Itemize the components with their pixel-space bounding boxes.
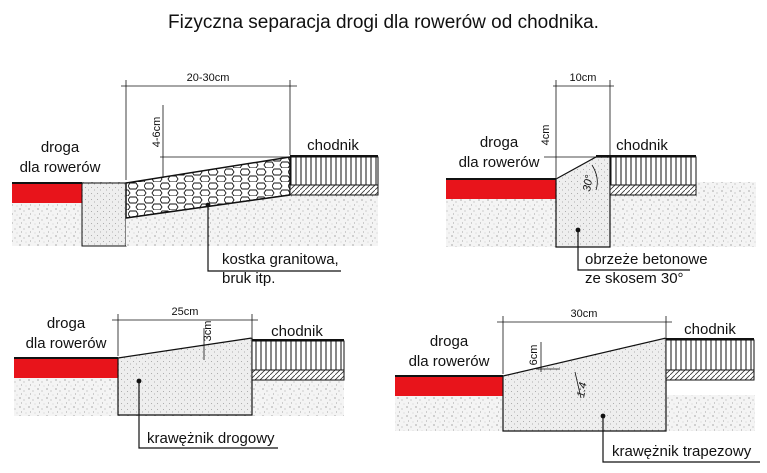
panel-1-leader-line bbox=[207, 205, 341, 272]
panel-2-leader-line bbox=[577, 230, 690, 271]
panel-4-dim-width: 30cm bbox=[571, 308, 598, 320]
panel-3-bike-label-2: dla rowerów bbox=[26, 335, 107, 352]
panel-1-sidewalk-base bbox=[289, 184, 379, 196]
panel-2-angle: 30° bbox=[581, 173, 596, 192]
panel-2: droga dla rowerów chodnik 10cm 4cm 30° o… bbox=[446, 72, 756, 287]
panel-1: droga dla rowerów chodnik 20-30cm 4-6cm … bbox=[12, 72, 379, 287]
panel-2-bike-lane bbox=[446, 179, 556, 199]
panel-3-leader-line bbox=[138, 381, 278, 449]
panel-4-sidewalk-label: chodnik bbox=[684, 321, 736, 338]
panel-4-bike-lane bbox=[395, 376, 503, 396]
panel-1-sidewalk-pavers bbox=[289, 156, 379, 186]
panel-2-dim-width: 10cm bbox=[570, 72, 597, 84]
panel-2-dim-height: 4cm bbox=[540, 125, 552, 146]
panel-4-curb bbox=[502, 337, 667, 432]
panel-2-sidewalk-label: chodnik bbox=[616, 137, 668, 154]
panel-3-sidewalk-label: chodnik bbox=[271, 323, 323, 340]
panel-4-bike-label-1: droga bbox=[430, 333, 469, 350]
panel-4-material-1: krawężnik trapezowy bbox=[612, 443, 752, 460]
panel-3: droga dla rowerów chodnik 25cm 3cm krawę… bbox=[14, 306, 345, 449]
panel-3-leader-dot bbox=[136, 378, 142, 384]
panel-3-curb bbox=[117, 337, 253, 416]
panel-1-material-1: kostka granitowa, bbox=[222, 251, 339, 268]
panel-3-dim-width: 25cm bbox=[172, 306, 199, 318]
panel-1-leader-dot bbox=[205, 202, 211, 208]
panel-4-leader-line bbox=[602, 416, 760, 463]
panel-2-bike-label-2: dla rowerów bbox=[459, 154, 540, 171]
panel-3-sidewalk-pavers bbox=[251, 340, 345, 371]
panel-4-angle: 1:4 bbox=[575, 381, 589, 398]
panel-2-material-1: obrzeże betonowe bbox=[585, 251, 708, 268]
panel-4-sidewalk-base bbox=[665, 369, 755, 381]
panel-4-bike-label-2: dla rowerów bbox=[409, 353, 490, 370]
panel-4-sidewalk-pavers bbox=[665, 339, 755, 371]
panel-1-dim-height: 4-6cm bbox=[151, 117, 163, 148]
panel-2-angle-arc bbox=[591, 164, 598, 191]
panel-3-bike-lane bbox=[14, 358, 118, 378]
panel-1-dim-width: 20-30cm bbox=[187, 72, 230, 84]
panel-2-sidewalk-pavers bbox=[609, 156, 697, 186]
panel-1-material-2: bruk itp. bbox=[222, 270, 275, 287]
panel-3-material-1: krawężnik drogowy bbox=[147, 430, 275, 447]
panel-1-bike-label-2: dla rowerów bbox=[20, 159, 101, 176]
panel-1-bike-label-1: droga bbox=[41, 139, 80, 156]
panel-4: droga dla rowerów chodnik 30cm 6cm 1:4 k… bbox=[395, 308, 760, 463]
diagram-title: Fizyczna separacja drogi dla rowerów od … bbox=[168, 12, 599, 33]
panel-1-ramp-base bbox=[126, 195, 378, 246]
panel-3-dim-height: 3cm bbox=[202, 321, 214, 342]
panel-4-leader-dot bbox=[600, 413, 606, 419]
panel-2-leader-dot bbox=[575, 227, 581, 233]
panel-1-curb-block bbox=[81, 182, 127, 247]
panel-2-sidewalk-base bbox=[609, 184, 697, 196]
panel-4-dim-height: 6cm bbox=[528, 345, 540, 366]
panel-1-sidewalk-label: chodnik bbox=[307, 137, 359, 154]
panel-1-bike-lane bbox=[12, 183, 82, 203]
panel-4-slope-tick bbox=[574, 371, 582, 399]
panel-3-bike-label-1: droga bbox=[47, 315, 86, 332]
panel-2-material-2: ze skosem 30° bbox=[585, 270, 684, 287]
panel-2-bike-label-1: droga bbox=[480, 134, 519, 151]
panel-3-sidewalk-base bbox=[251, 369, 345, 381]
panel-2-curb bbox=[555, 156, 611, 248]
